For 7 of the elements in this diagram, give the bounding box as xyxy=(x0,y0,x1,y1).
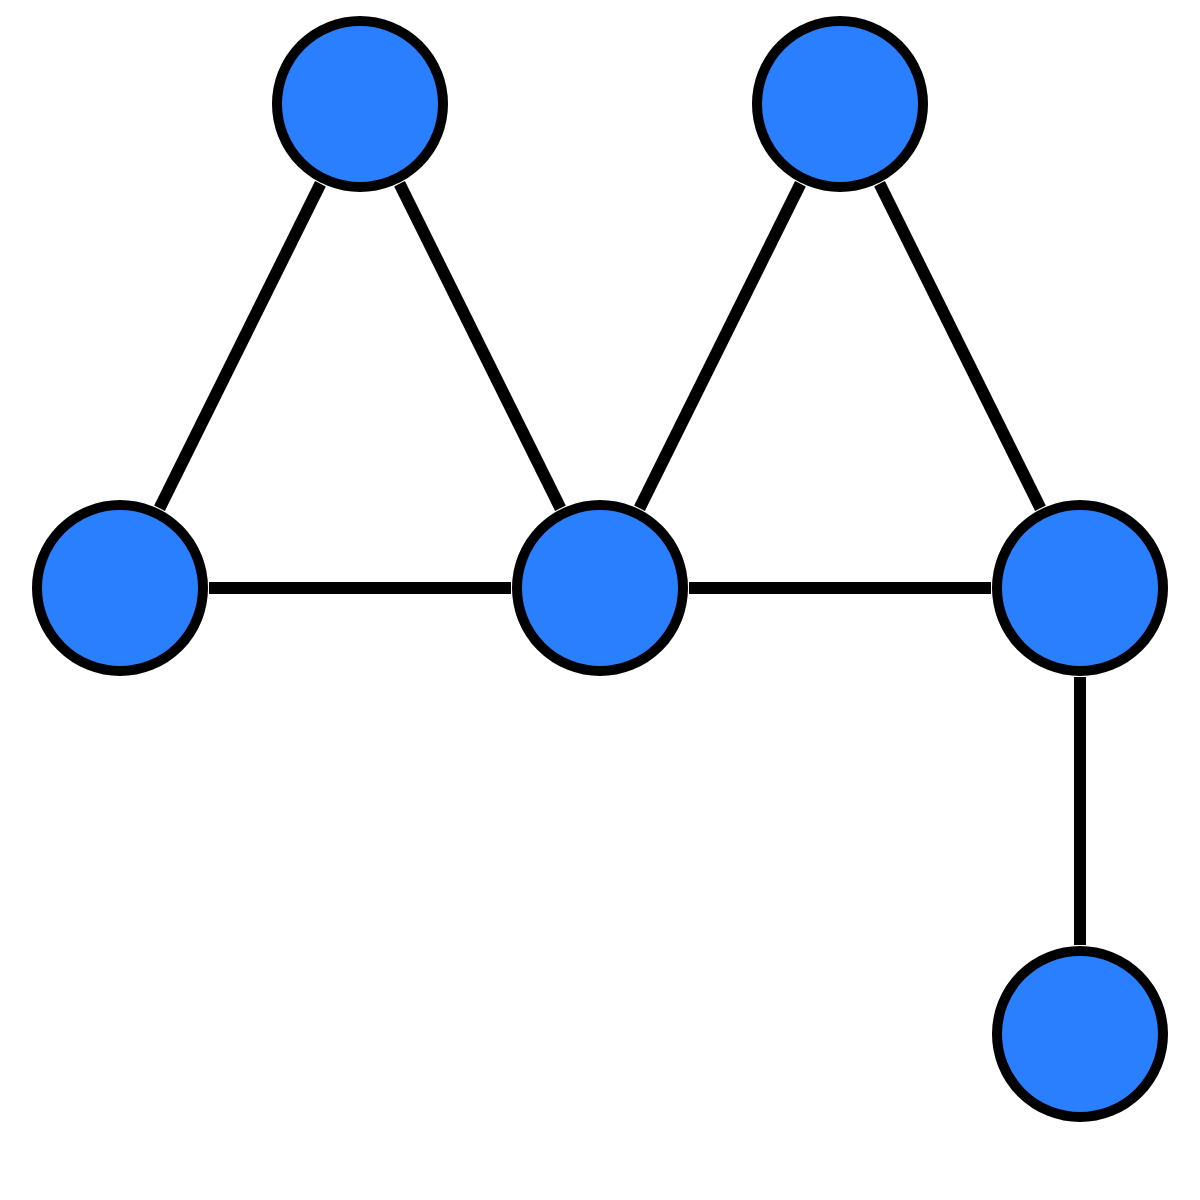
edge-line xyxy=(634,181,806,511)
edge-line xyxy=(209,582,511,594)
edge-line xyxy=(394,181,566,511)
edge-line xyxy=(874,181,1046,511)
edge-line xyxy=(154,181,326,511)
edge-line xyxy=(689,582,991,594)
edge-line xyxy=(1074,677,1086,945)
